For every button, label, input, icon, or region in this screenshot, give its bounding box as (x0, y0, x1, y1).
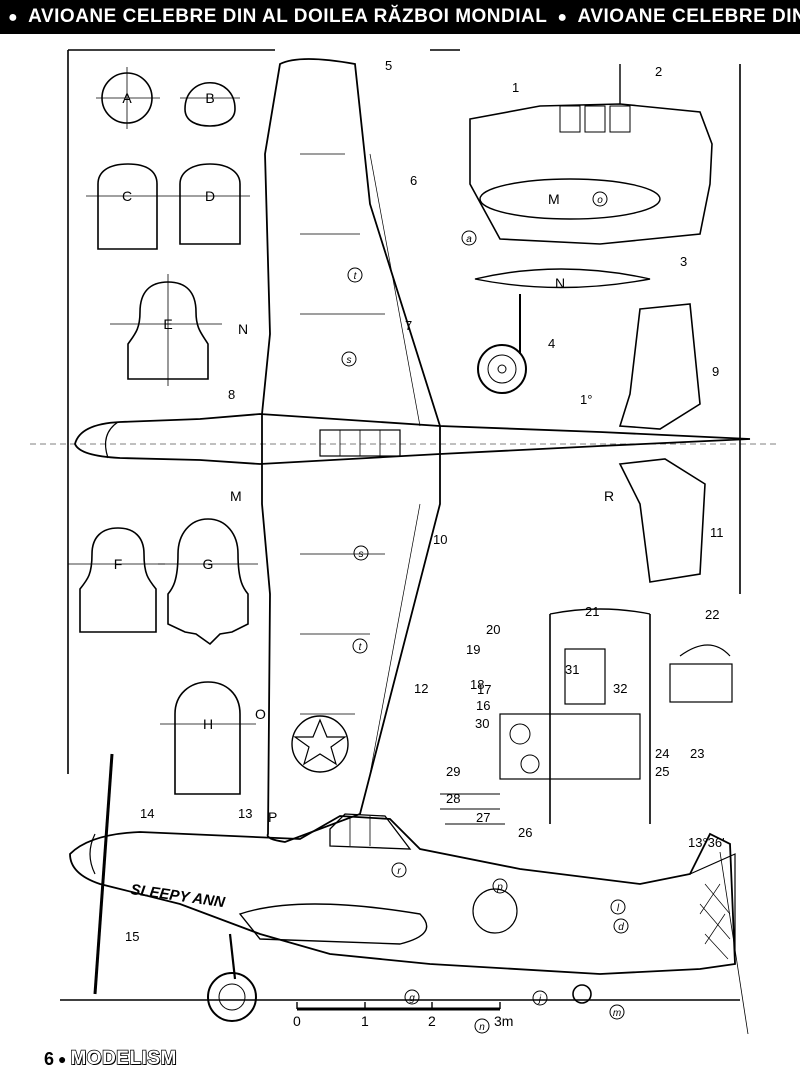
banner-bullet: ● (557, 9, 568, 26)
callout-label: 11 (710, 525, 724, 540)
banner-bullet: ● (8, 9, 19, 26)
tail-angle: 13°36' (688, 835, 725, 850)
aircraft-drawing: A B C D E F G H 1 2 3 4 5 6 7 8 9 10 11 … (30, 49, 780, 1035)
callout-label: 22 (705, 607, 719, 622)
detail-marker: m (613, 1008, 621, 1019)
scale-label: 3m (494, 1013, 513, 1029)
detail-marker: p (496, 882, 503, 893)
callout-label: 27 (476, 810, 490, 825)
callout-label: 18 (470, 677, 484, 692)
banner-text-repeat: AVIOANE CELEBRE DIN AL (577, 6, 800, 27)
scale-label: 1 (361, 1013, 369, 1029)
scale-label: 2 (428, 1013, 436, 1029)
header-banner: ● AVIOANE CELEBRE DIN AL DOILEA RĂZBOI MO… (0, 0, 800, 34)
section-letter: M (230, 488, 242, 504)
page-footer: 6 ● MODELISM (44, 1047, 177, 1071)
profile-label: F (114, 556, 123, 572)
detail-marker: s (347, 355, 352, 366)
callout-label: 24 (655, 746, 669, 761)
detail-marker: n (479, 1022, 485, 1033)
callout-label: 7 (405, 318, 412, 333)
detail-marker: a (466, 234, 472, 245)
scale-label: 0 (293, 1013, 301, 1029)
callout-label: 3 (680, 254, 687, 269)
callout-label: 5 (385, 58, 392, 73)
profile-label: D (205, 188, 215, 204)
section-letter: R (604, 488, 614, 504)
callout-label: 4 (548, 336, 555, 351)
callout-label: 1 (512, 80, 519, 95)
profile-label: C (122, 188, 132, 204)
callout-label: 2 (655, 64, 662, 79)
callout-label: 31 (565, 662, 579, 677)
footer-bullet: ● (58, 1051, 67, 1067)
profile-label: A (122, 90, 132, 106)
detail-marker: j (537, 994, 542, 1005)
detail-marker: s (359, 549, 364, 560)
section-letter: M (548, 191, 560, 207)
detail-marker: r (397, 866, 401, 877)
callout-label: 15 (125, 929, 139, 944)
detail-marker: g (409, 993, 415, 1004)
callout-label: 21 (585, 604, 599, 619)
callout-label: 12 (414, 681, 428, 696)
callout-label: 10 (433, 532, 447, 547)
profile-label: B (205, 90, 214, 106)
detail-marker: t (359, 642, 363, 653)
callout-label: 30 (475, 716, 489, 731)
nose-art-text: SLEEPY ANN (129, 881, 227, 911)
profile-label: E (163, 316, 172, 332)
detail-marker: t (354, 271, 358, 282)
callout-label: 8 (228, 387, 235, 402)
section-letter: O (255, 706, 266, 722)
callout-label: 6 (410, 173, 417, 188)
callout-label: 9 (712, 364, 719, 379)
section-letter: P (268, 809, 277, 825)
section-letter: N (555, 275, 565, 291)
profile-label: H (203, 716, 213, 732)
callout-label: 19 (466, 642, 480, 657)
section-letter: N (238, 321, 248, 337)
magazine-logo: MODELISM (70, 1047, 177, 1069)
callout-label: 28 (446, 791, 460, 806)
detail-marker: o (597, 195, 603, 206)
profile-label: G (203, 556, 214, 572)
callout-label: 14 (140, 806, 154, 821)
callout-label: 23 (690, 746, 704, 761)
page-number: 6 (44, 1048, 55, 1069)
callout-label: 13 (238, 806, 252, 821)
banner-text: AVIOANE CELEBRE DIN AL DOILEA RĂZBOI MON… (28, 6, 548, 27)
callout-label: 32 (613, 681, 627, 696)
callout-label: 20 (486, 622, 500, 637)
callout-label: 26 (518, 825, 532, 840)
callout-label: 16 (476, 698, 490, 713)
callout-label: 17 (477, 682, 491, 697)
detail-marker: l (617, 903, 620, 914)
callout-label: 25 (655, 764, 669, 779)
detail-marker: d (618, 922, 624, 933)
callout-label: 29 (446, 764, 460, 779)
dihedral-angle: 1° (580, 392, 592, 407)
